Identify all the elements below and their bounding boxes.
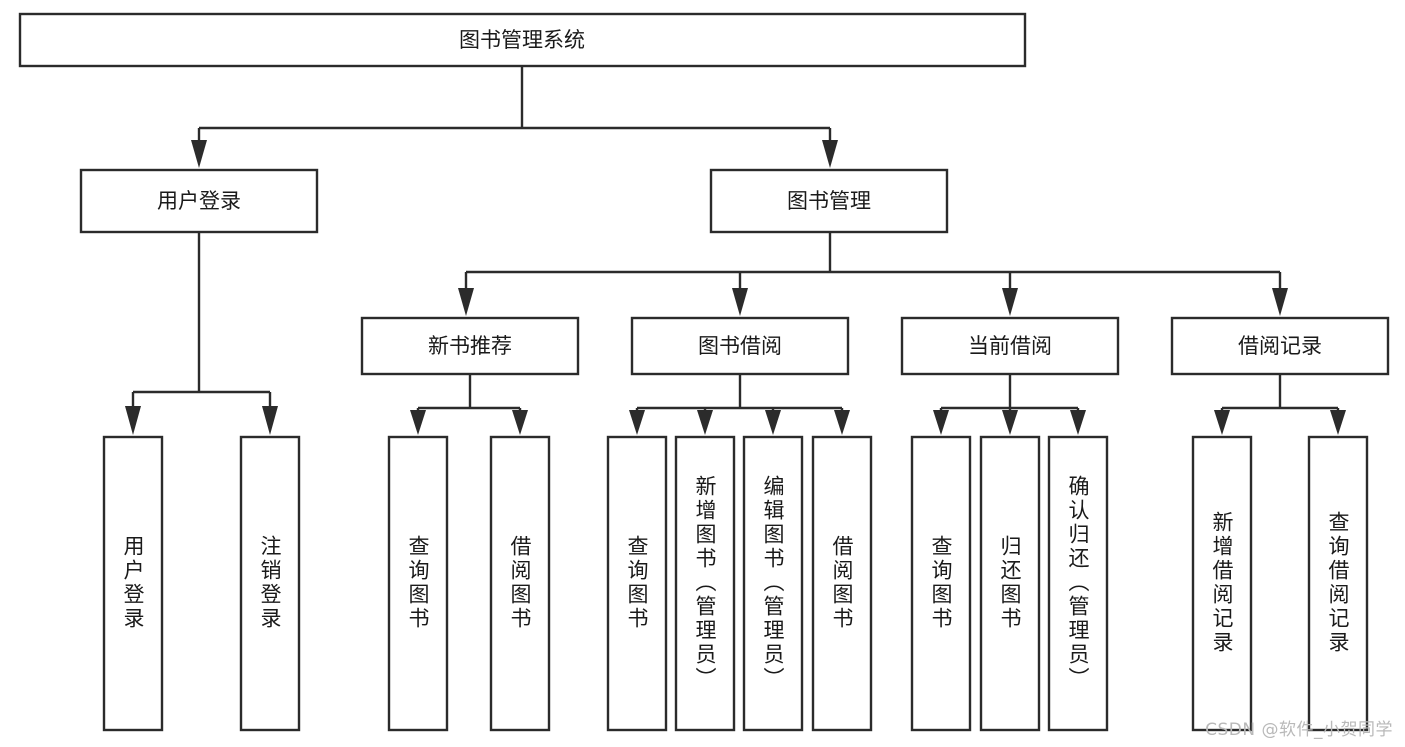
node-borrow-record-label: 借阅记录 (1238, 334, 1322, 358)
node-leaf-confirm-return-label: 确认归还（管理员） (1066, 475, 1090, 691)
arrow-head-book-borrow-icon (732, 288, 748, 316)
node-leaf-edit-book-box[interactable] (742, 435, 804, 732)
arrow-head-leaf-logout-login-icon (262, 406, 278, 435)
connector-root-to-level2 (191, 66, 838, 168)
arrow-head-leaf-query-book-1-icon (410, 410, 426, 435)
node-leaf-borrow-book-1-label: 借阅图书 (508, 535, 532, 631)
node-leaf-return-book[interactable]: 归还图书 (979, 435, 1041, 732)
arrow-head-borrow-record-icon (1272, 288, 1288, 316)
node-leaf-borrow-book-1[interactable]: 借阅图书 (489, 435, 551, 732)
node-leaf-query-book-3-box[interactable] (910, 435, 972, 732)
node-leaf-confirm-return[interactable]: 确认归还（管理员） (1047, 435, 1109, 732)
node-leaf-confirm-return-box[interactable] (1047, 435, 1109, 732)
node-root[interactable]: 图书管理系统 (18, 12, 1027, 68)
node-leaf-borrow-book-2-box[interactable] (811, 435, 873, 732)
node-leaf-borrow-book-2-label: 借阅图书 (830, 535, 854, 631)
connector-borrow-record-to-leaves (1214, 374, 1346, 435)
node-user-login-label: 用户登录 (157, 189, 241, 213)
node-leaf-return-book-box[interactable] (979, 435, 1041, 732)
node-new-book-recommend[interactable]: 新书推荐 (360, 316, 580, 376)
node-leaf-return-book-label: 归还图书 (998, 535, 1022, 631)
connector-book-borrow-to-leaves (629, 374, 850, 435)
node-leaf-query-book-2-label: 查询图书 (625, 535, 649, 631)
node-root-box[interactable] (18, 12, 1027, 68)
node-leaf-query-record[interactable]: 查询借阅记录 (1307, 435, 1369, 732)
node-leaf-logout-login-box[interactable] (239, 435, 301, 732)
node-leaf-add-book-box[interactable] (674, 435, 736, 732)
node-new-book-recommend-box[interactable] (360, 316, 580, 376)
arrow-head-book-manage-icon (822, 140, 838, 168)
connector-user-login-to-leaves (125, 232, 278, 435)
node-current-borrow-label: 当前借阅 (968, 334, 1052, 358)
node-leaf-query-book-1[interactable]: 查询图书 (387, 435, 449, 732)
node-borrow-record[interactable]: 借阅记录 (1170, 316, 1390, 376)
arrow-head-leaf-confirm-return-icon (1070, 410, 1086, 435)
arrow-head-current-borrow-icon (1002, 288, 1018, 316)
connector-current-borrow-to-leaves (933, 374, 1086, 435)
node-user-login[interactable]: 用户登录 (79, 168, 319, 234)
connector-new-book-recommend-to-leaves (410, 374, 528, 435)
node-book-manage-label: 图书管理 (787, 189, 871, 213)
node-leaf-add-record-label: 新增借阅记录 (1210, 511, 1234, 655)
arrow-head-leaf-add-book-icon (697, 410, 713, 435)
node-leaf-user-login[interactable]: 用户登录 (102, 435, 164, 732)
node-user-login-box[interactable] (79, 168, 319, 234)
node-leaf-add-record[interactable]: 新增借阅记录 (1191, 435, 1253, 732)
node-leaf-logout-login-label: 注销登录 (258, 535, 282, 631)
node-current-borrow-box[interactable] (900, 316, 1120, 376)
node-leaf-query-book-3[interactable]: 查询图书 (910, 435, 972, 732)
arrow-head-user-login-icon (191, 140, 207, 168)
arrow-head-leaf-query-book-3-icon (933, 410, 949, 435)
node-leaf-logout-login[interactable]: 注销登录 (239, 435, 301, 732)
node-book-borrow-box[interactable] (630, 316, 850, 376)
node-leaf-query-book-2-box[interactable] (606, 435, 668, 732)
node-book-borrow-label: 图书借阅 (698, 334, 782, 358)
node-leaf-user-login-label: 用户登录 (121, 535, 145, 631)
node-leaf-query-book-2[interactable]: 查询图书 (606, 435, 668, 732)
arrow-head-leaf-borrow-book-1-icon (512, 410, 528, 435)
node-leaf-query-record-box[interactable] (1307, 435, 1369, 732)
node-new-book-recommend-label: 新书推荐 (428, 334, 512, 358)
node-leaf-add-record-box[interactable] (1191, 435, 1253, 732)
node-book-manage-box[interactable] (709, 168, 949, 234)
arrow-head-leaf-query-record-icon (1330, 410, 1346, 435)
arrow-head-leaf-add-record-icon (1214, 410, 1230, 435)
arrow-head-new-book-recommend-icon (458, 288, 474, 316)
node-leaf-add-book[interactable]: 新增图书（管理员） (674, 435, 736, 732)
node-leaf-query-book-1-box[interactable] (387, 435, 449, 732)
node-leaf-user-login-box[interactable] (102, 435, 164, 732)
node-root-label: 图书管理系统 (459, 28, 585, 52)
node-borrow-record-box[interactable] (1170, 316, 1390, 376)
node-leaf-borrow-book-2[interactable]: 借阅图书 (811, 435, 873, 732)
node-leaf-edit-book-label: 编辑图书（管理员） (761, 475, 785, 691)
node-book-borrow[interactable]: 图书借阅 (630, 316, 850, 376)
arrow-head-leaf-borrow-book-2-icon (834, 410, 850, 435)
connector-book-manage-to-level3 (458, 232, 1288, 316)
node-leaf-query-book-1-label: 查询图书 (406, 535, 430, 631)
arrow-head-leaf-return-book-icon (1002, 410, 1018, 435)
arrow-head-leaf-edit-book-icon (765, 410, 781, 435)
node-leaf-query-record-label: 查询借阅记录 (1326, 511, 1350, 655)
node-leaf-borrow-book-1-box[interactable] (489, 435, 551, 732)
node-current-borrow[interactable]: 当前借阅 (900, 316, 1120, 376)
arrow-head-leaf-user-login-icon (125, 406, 141, 435)
node-book-manage[interactable]: 图书管理 (709, 168, 949, 234)
node-leaf-query-book-3-label: 查询图书 (929, 535, 953, 631)
node-leaf-edit-book[interactable]: 编辑图书（管理员） (742, 435, 804, 732)
arrow-head-leaf-query-book-2-icon (629, 410, 645, 435)
node-leaf-add-book-label: 新增图书（管理员） (693, 475, 717, 691)
